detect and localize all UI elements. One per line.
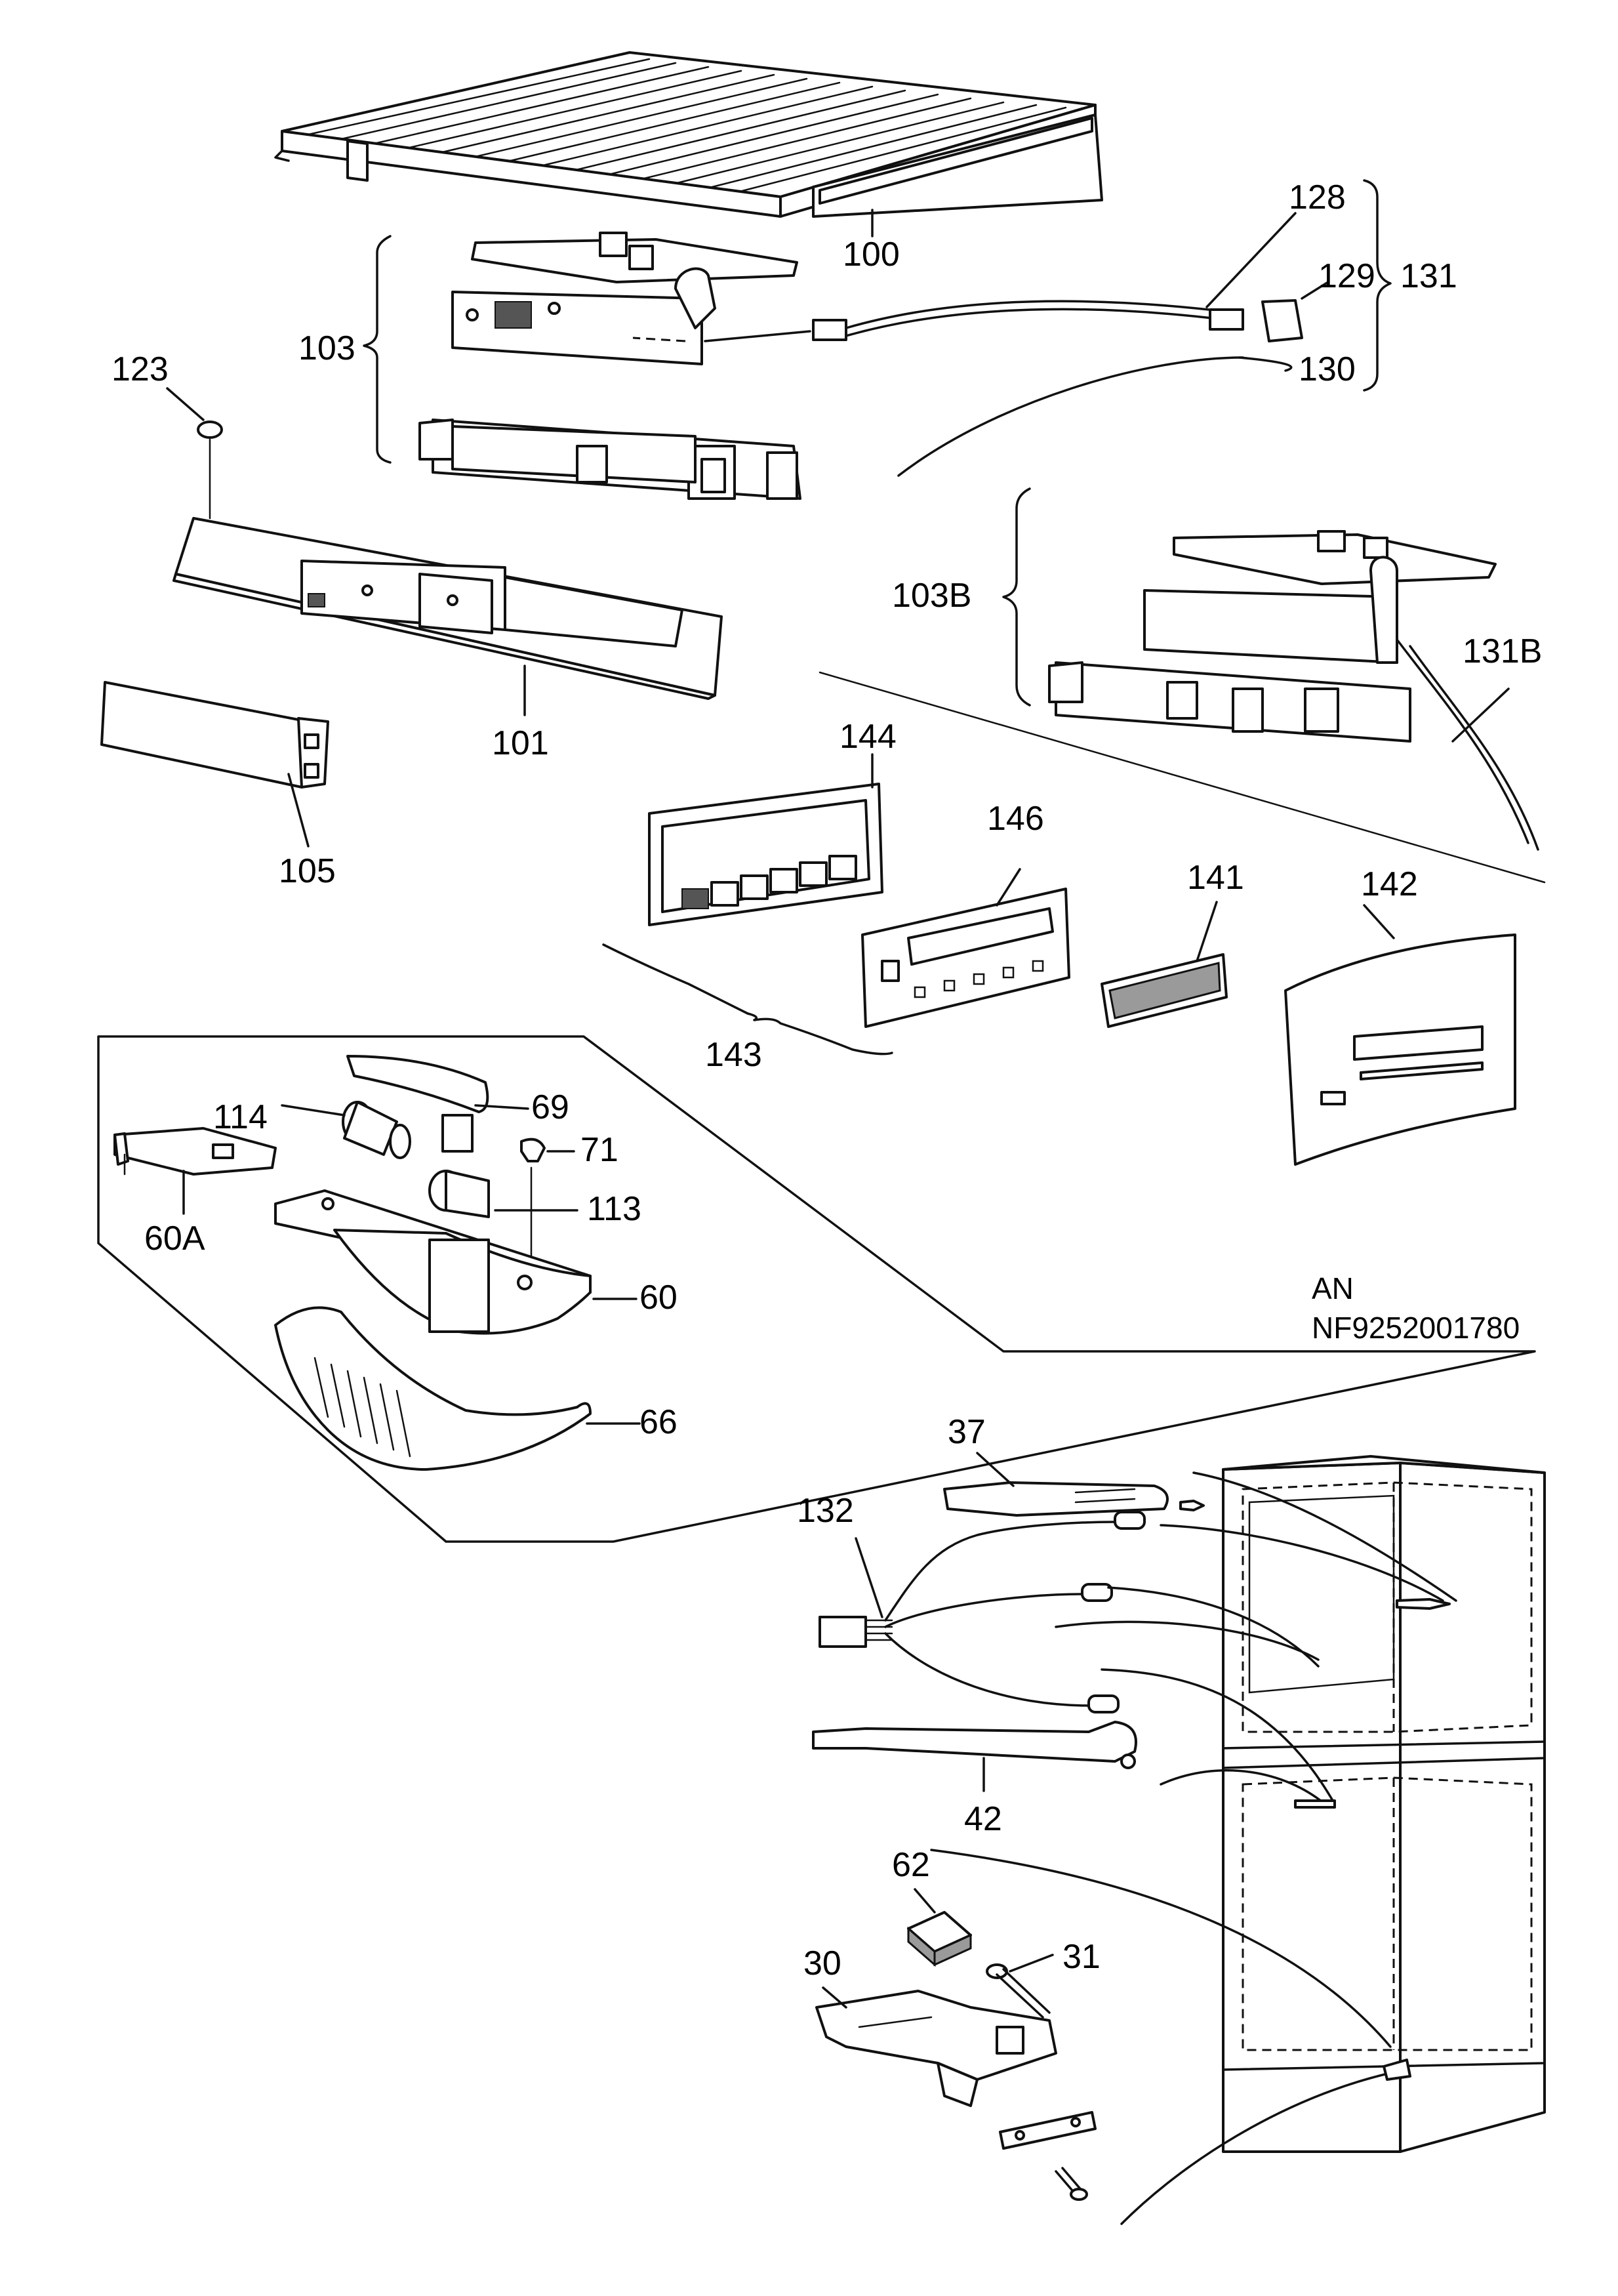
cable-131B-wire2 xyxy=(1409,645,1539,851)
label-130: 130 xyxy=(1299,350,1356,388)
part-62-block xyxy=(907,1911,972,1967)
label-103B: 103B xyxy=(892,577,971,615)
leader-131B xyxy=(1451,687,1510,743)
part-141-label-strip xyxy=(1101,953,1228,1028)
part-66-diffuser xyxy=(274,1306,592,1471)
drawing-code-line1: AN xyxy=(1312,1271,1354,1305)
leader-30 xyxy=(822,1986,847,2009)
label-101: 101 xyxy=(492,724,549,762)
label-103: 103 xyxy=(298,329,355,367)
label-62: 62 xyxy=(892,1846,930,1884)
part-30-bracket xyxy=(815,1990,1057,2107)
brace-103B xyxy=(1002,487,1031,707)
leader-130 xyxy=(1238,356,1293,372)
part-144-frame xyxy=(648,783,883,926)
cable-130-wire xyxy=(897,356,1244,477)
leader-31 xyxy=(1009,1954,1054,1973)
part-71-clip xyxy=(441,1114,546,1162)
part-146-pcb xyxy=(861,888,1070,1028)
label-100: 100 xyxy=(843,236,900,274)
leader-146 xyxy=(996,868,1021,907)
part-60A-bracket xyxy=(113,1127,277,1176)
leader-141 xyxy=(1196,901,1218,962)
part-37-sensor-holder xyxy=(943,1481,1205,1517)
part-101-front-panel xyxy=(172,517,723,700)
part-132-wiring-harness xyxy=(819,1511,1146,1713)
leader-128 xyxy=(1205,212,1297,308)
part-123-plug xyxy=(197,420,223,520)
refrigerator-cabinet xyxy=(1222,1455,1546,2153)
part-69-lens xyxy=(346,1055,489,1113)
cable-131B-wire xyxy=(1396,638,1529,844)
part-42-sensor-holder xyxy=(812,1721,1137,1769)
label-31: 31 xyxy=(1062,1938,1101,1976)
leader-129 xyxy=(1301,281,1329,300)
part-103B-control-assembly xyxy=(1048,530,1497,743)
part-31-screw xyxy=(986,1963,1051,2019)
label-129: 129 xyxy=(1318,257,1375,295)
part-142-front-cover xyxy=(1284,933,1516,1166)
label-42: 42 xyxy=(964,1800,1002,1838)
label-123: 123 xyxy=(111,350,169,388)
label-105: 105 xyxy=(279,852,336,890)
part-105-cover xyxy=(100,681,329,789)
part-113-socket xyxy=(428,1166,533,1281)
leader-142 xyxy=(1363,904,1395,939)
label-132: 132 xyxy=(797,1492,854,1530)
leader-69 xyxy=(474,1104,529,1110)
label-128: 128 xyxy=(1289,178,1346,216)
brace-103 xyxy=(363,235,392,464)
leader-123 xyxy=(166,387,205,421)
brace-143 xyxy=(602,943,893,1056)
label-131B: 131B xyxy=(1463,632,1542,670)
label-30: 30 xyxy=(803,1944,841,1982)
label-60: 60 xyxy=(639,1279,678,1317)
label-144: 144 xyxy=(839,718,897,756)
routing-arrows xyxy=(930,1471,1457,2225)
label-69: 69 xyxy=(531,1088,569,1126)
part-bracket-plate xyxy=(999,2111,1097,2201)
leader-132 xyxy=(855,1537,883,1618)
label-131: 131 xyxy=(1400,257,1457,295)
part-129-connector xyxy=(1261,299,1303,342)
label-71: 71 xyxy=(580,1131,618,1169)
part-103-control-assembly xyxy=(418,232,801,500)
leader-105 xyxy=(287,773,310,848)
label-114: 114 xyxy=(213,1098,268,1136)
label-37: 37 xyxy=(948,1413,986,1451)
leader-62 xyxy=(914,1888,936,1914)
separator-line xyxy=(819,671,1546,884)
drawing-code-line2: NF9252001780 xyxy=(1312,1311,1520,1345)
label-146: 146 xyxy=(987,800,1044,838)
label-60A: 60A xyxy=(144,1220,205,1258)
label-66: 66 xyxy=(639,1403,678,1441)
detail-link-line xyxy=(582,1035,1005,1353)
label-113: 113 xyxy=(587,1190,641,1228)
label-141: 141 xyxy=(1187,859,1244,897)
part-114-bulb xyxy=(342,1101,411,1159)
part-60-housing xyxy=(274,1189,592,1335)
part-100-shelf xyxy=(274,51,1103,218)
brace-131 xyxy=(1363,179,1392,392)
label-142: 142 xyxy=(1361,865,1418,903)
part-128-cable xyxy=(704,300,1244,342)
label-143: 143 xyxy=(705,1036,762,1074)
leader-37 xyxy=(976,1452,1015,1487)
leader-114 xyxy=(281,1104,346,1117)
